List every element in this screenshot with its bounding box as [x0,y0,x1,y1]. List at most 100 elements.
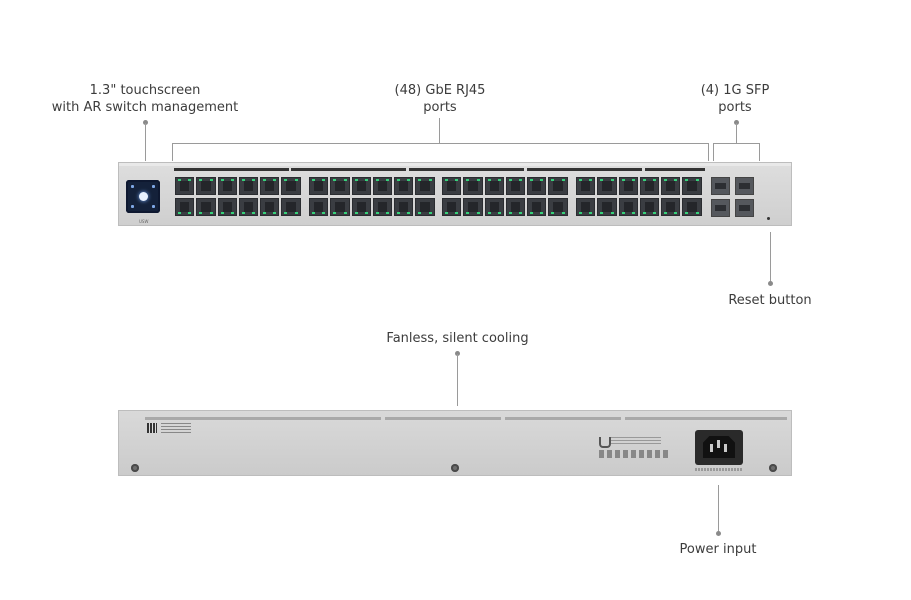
rj45-port [505,198,526,216]
port-group-bar [409,168,524,171]
cooling-leader-line [457,354,458,406]
power-pin [717,440,720,448]
link-led [199,212,203,214]
rj45-bracket-left [172,143,173,161]
link-led [610,179,614,181]
link-led [273,212,277,214]
rj45-port [576,198,596,216]
link-led [375,212,379,214]
sfp-bracket-right [759,143,760,161]
rj45-port [639,177,660,195]
link-led [188,212,192,214]
link-led [589,212,593,214]
link-led [653,179,657,181]
power-inlet[interactable] [695,430,743,465]
link-led [209,179,213,181]
product-info-text [611,437,661,445]
link-led [695,212,699,214]
link-led [220,179,224,181]
rj45-port-group-2 [309,177,435,216]
link-led [519,179,523,181]
sfp-callout-line1: (4) 1G SFP [700,83,770,98]
link-led [188,179,192,181]
link-led [333,212,337,214]
sfp-callout: (4) 1G SFP ports [685,82,785,116]
link-led [397,179,401,181]
rj45-port [217,177,237,195]
rj45-port [618,198,638,216]
rj45-callout: (48) GbE RJ45 ports [360,82,520,116]
rj45-port [463,198,483,216]
rj45-port-group-4 [576,177,702,216]
link-led [589,179,593,181]
brand-logo-area [599,437,669,459]
link-led [294,212,298,214]
link-led [631,212,635,214]
rj45-port [415,198,435,216]
link-led [284,179,288,181]
rj45-port [330,198,350,216]
link-led [466,179,470,181]
rj45-port [260,177,280,195]
link-led [418,212,422,214]
rj45-port [484,177,504,195]
rj45-port [309,177,329,195]
link-led [519,212,523,214]
rj45-port [639,198,660,216]
rj45-callout-line2: ports [423,100,457,115]
touchscreen-callout-line1: 1.3" touchscreen [89,83,201,98]
rj45-port [682,198,702,216]
rj45-port [281,177,301,195]
link-led [476,179,480,181]
touchscreen-callout-dot [143,120,148,125]
touchscreen-callout: 1.3" touchscreen with AR switch manageme… [40,82,250,116]
rj45-port [394,198,414,216]
link-led [386,179,390,181]
qr-code [147,423,157,433]
link-led [220,212,224,214]
sfp-callout-dot [734,120,739,125]
link-led [642,212,646,214]
link-led [364,212,368,214]
link-led [530,212,534,214]
link-led [199,179,203,181]
rj45-leader-line [439,118,440,143]
link-led [631,179,635,181]
sfp-bracket [713,143,760,144]
link-led [497,179,501,181]
link-led [445,212,448,214]
touchscreen-display [126,180,160,213]
rj45-port [576,177,596,195]
link-led [642,179,646,181]
sfp-callout-line2: ports [718,100,752,115]
link-led [418,179,422,181]
reset-button[interactable] [767,217,770,220]
screw-icon [451,464,459,472]
rj45-port [260,198,280,216]
rj45-port [281,198,301,216]
link-led [455,212,459,214]
rj45-port [618,177,638,195]
rj45-port [175,198,195,216]
rj45-port [196,177,216,195]
power-rating-label [695,468,743,471]
link-led [664,179,668,181]
vent-slot [145,417,381,420]
link-led [674,212,678,214]
rj45-port [217,198,237,216]
ubiquiti-logo-icon [599,437,611,448]
link-led [354,212,358,214]
link-led [600,179,604,181]
link-led [685,179,689,181]
port-group-bar [527,168,642,171]
link-led [561,179,565,181]
link-led [407,179,411,181]
link-led [386,212,390,214]
link-led [621,179,625,181]
link-led [487,179,491,181]
port-group-bar [174,168,289,171]
rj45-port [548,177,568,195]
link-led [530,179,534,181]
touchscreen-leader-line [145,123,146,161]
link-led [343,212,347,214]
